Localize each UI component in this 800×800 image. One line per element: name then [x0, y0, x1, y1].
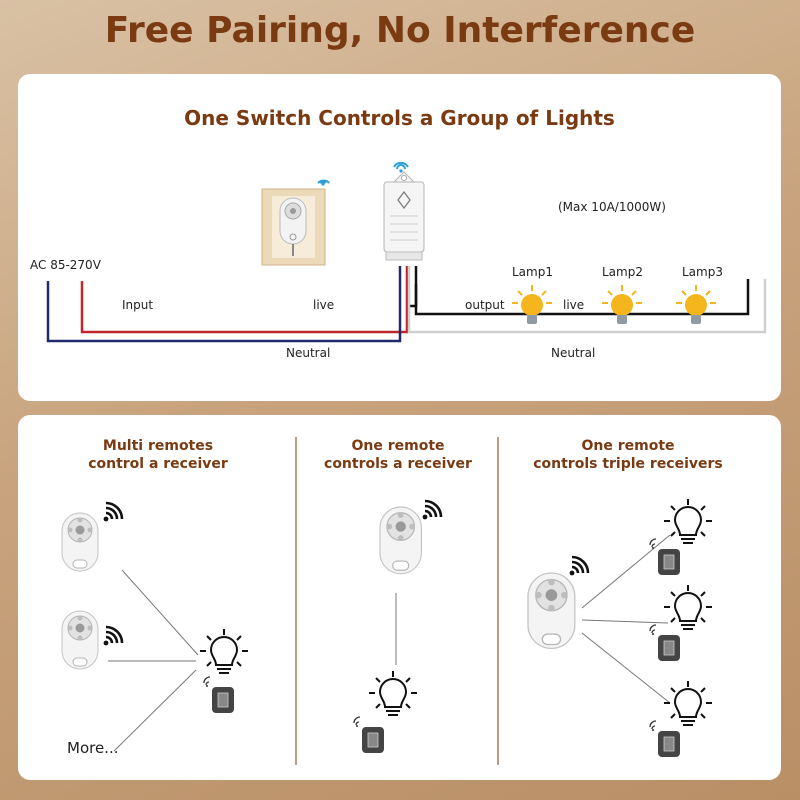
lamp2-label: Lamp2 [602, 265, 643, 279]
wiring-diagram-panel: One Switch Controls a Group of Lights [18, 74, 781, 401]
remote-icon [527, 572, 576, 650]
receiver-module-icon [649, 624, 681, 662]
input-wiring [46, 266, 409, 343]
wifi-icon [568, 555, 590, 577]
col1-diagram [61, 501, 249, 752]
remote-icon [61, 610, 99, 670]
neutral-label-right: Neutral [551, 346, 596, 360]
lightbulb-icon [663, 680, 713, 726]
remote-icon [61, 512, 99, 572]
more-label: More... [67, 739, 119, 757]
wifi-icon [102, 501, 124, 523]
live-wire [80, 266, 409, 334]
output-wiring [407, 266, 767, 334]
lamp1-label: Lamp1 [512, 265, 553, 279]
lamp-icon [676, 285, 716, 324]
wall-switch [261, 188, 326, 266]
neutral-wire [46, 266, 402, 343]
neutral-label-left: Neutral [286, 346, 331, 360]
output-wire [414, 279, 750, 316]
remote-icon [379, 506, 422, 575]
output-label: output [465, 298, 505, 312]
lightbulb-icon [663, 584, 713, 630]
receiver-module-icon [203, 676, 235, 714]
headline: Free Pairing, No Interference [104, 10, 696, 51]
col1-title: Multi remotes control a receiver [88, 438, 228, 472]
col3-diagram [527, 498, 713, 758]
wifi-icon [421, 499, 443, 521]
lamp-icon [512, 285, 552, 324]
ac-voltage-label: AC 85-270V [30, 258, 101, 272]
pairing-modes-panel: Multi remotes control a receiver One rem… [18, 415, 781, 780]
col2-title: One remote controls a receiver [324, 438, 472, 472]
receiver-module-icon [649, 720, 681, 758]
wifi-icon [102, 625, 124, 647]
receiver-module-icon [649, 538, 681, 576]
receiver-module-icon [353, 716, 385, 754]
input-label: Input [122, 298, 154, 312]
neutral-return-wire [407, 266, 767, 334]
pairing-diagrams [61, 437, 713, 765]
wiring-diagram [46, 161, 767, 343]
lightbulb-icon [663, 498, 713, 544]
lightbulb-icon [199, 628, 249, 674]
lamp-icon [602, 285, 642, 324]
remote-icon [279, 197, 307, 245]
live-label-left: live [313, 298, 335, 312]
wifi-icon [317, 179, 331, 186]
lightbulb-icon [368, 670, 418, 716]
wiring-diagram-title: One Switch Controls a Group of Lights [184, 106, 615, 130]
wifi-icon [393, 161, 409, 173]
col3-title: One remote controls triple receivers [533, 438, 723, 472]
lamp3-label: Lamp3 [682, 265, 723, 279]
col2-diagram [353, 499, 443, 754]
receiver-module [383, 171, 425, 261]
live-label-right: live [563, 298, 585, 312]
max-rating-label: (Max 10A/1000W) [558, 200, 666, 214]
